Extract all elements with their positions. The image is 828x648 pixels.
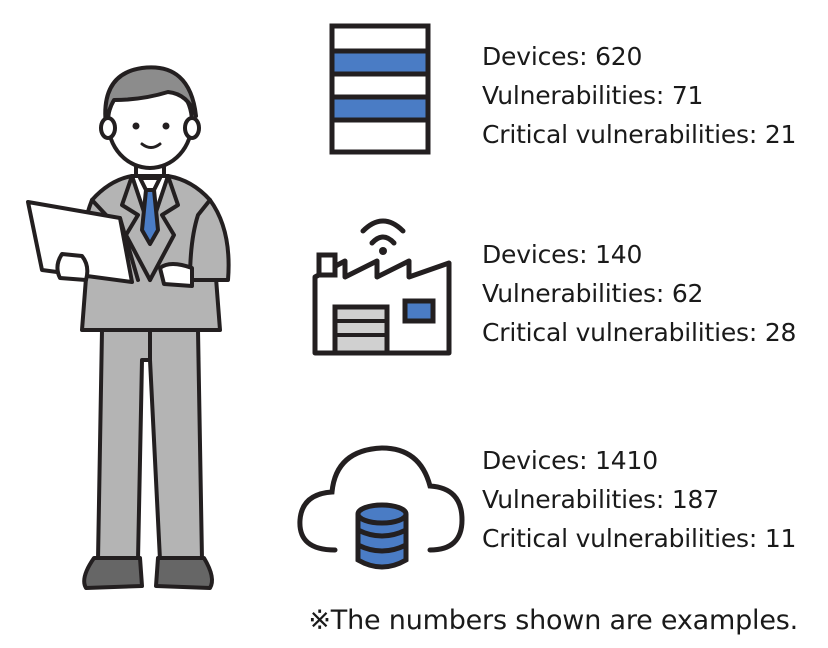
stats-group-cloud: Devices: 1410 Vulnerabilities: 187 Criti… (482, 441, 796, 558)
critical-vulnerabilities-count: Critical vulnerabilities: 21 (482, 120, 797, 149)
cloud-database-icon (297, 445, 465, 570)
devices-count: Devices: 140 (482, 240, 643, 269)
footnote-disclaimer: ※The numbers shown are examples. (308, 605, 798, 636)
server-rack-icon (329, 23, 431, 155)
devices-count: Devices: 620 (482, 42, 643, 71)
stats-group-factory: Devices: 140 Vulnerabilities: 62 Critica… (482, 235, 796, 352)
stats-group-server: Devices: 620 Vulnerabilities: 71 Critica… (482, 37, 796, 154)
vulnerabilities-count: Vulnerabilities: 71 (482, 81, 704, 110)
devices-count: Devices: 1410 (482, 446, 658, 475)
vulnerabilities-count: Vulnerabilities: 187 (482, 485, 719, 514)
vulnerabilities-count: Vulnerabilities: 62 (482, 279, 704, 308)
businessman-with-laptop-icon (26, 65, 231, 590)
critical-vulnerabilities-count: Critical vulnerabilities: 28 (482, 318, 797, 347)
critical-vulnerabilities-count: Critical vulnerabilities: 11 (482, 524, 797, 553)
smart-factory-icon (312, 218, 452, 356)
